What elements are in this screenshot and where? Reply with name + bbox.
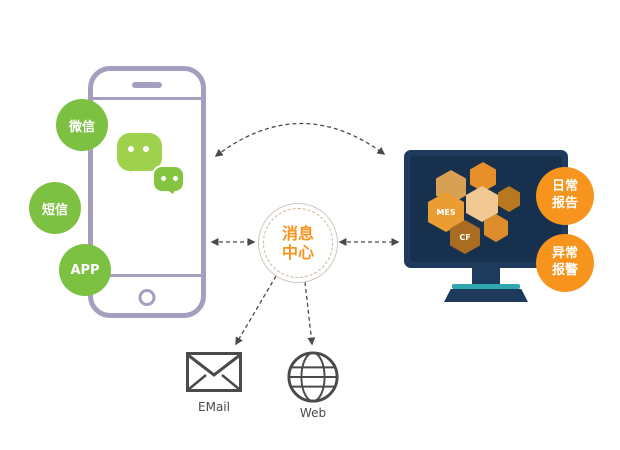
phone-home-button <box>138 289 156 306</box>
channel-wechat-label: 微信 <box>68 119 95 135</box>
hexagon <box>484 214 508 242</box>
globe-icon <box>287 351 339 403</box>
hexagon <box>498 186 520 212</box>
hexagon-cf: CF <box>450 220 480 254</box>
web-label: Web <box>299 406 327 420</box>
hub-web-arrow <box>304 281 316 346</box>
badge-daily-report: 日常 报告 <box>536 167 594 225</box>
channel-sms: 短信 <box>29 182 81 234</box>
channel-sms-label: 短信 <box>41 202 68 218</box>
wechat-logo-icon <box>117 133 185 193</box>
monitor-stand-base <box>444 289 528 302</box>
phone-monitor-arc-arrow <box>214 122 386 157</box>
message-center-hub: 消息 中心 <box>258 203 338 283</box>
channel-app-label: APP <box>70 262 100 278</box>
phone-screen <box>93 97 201 277</box>
phone-speaker <box>132 82 162 88</box>
badge-abnormal-alarm: 异常 报警 <box>536 234 594 292</box>
email-icon <box>186 352 242 392</box>
email-label: EMail <box>198 400 230 414</box>
channel-app: APP <box>59 244 111 296</box>
monitor-stand-neck <box>472 268 500 285</box>
monitor-stand-accent <box>452 284 520 289</box>
hub-email-arrow <box>235 275 277 346</box>
channel-wechat: 微信 <box>56 99 108 151</box>
wechat-bubble-large <box>117 133 162 171</box>
message-center-label: 消息 中心 <box>281 223 314 262</box>
wechat-bubble-small <box>152 165 185 193</box>
